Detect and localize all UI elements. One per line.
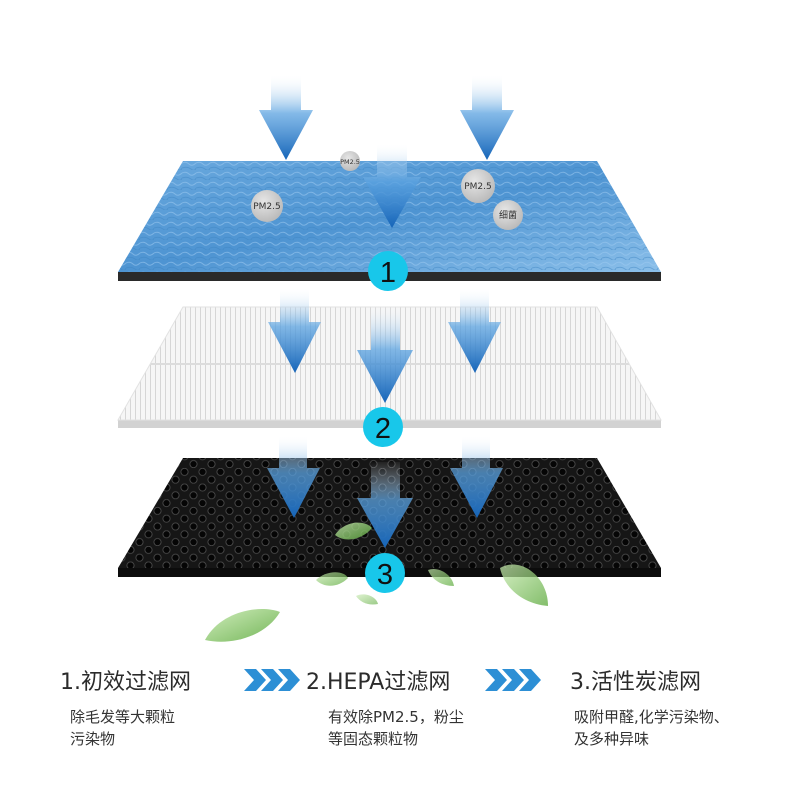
svg-text:2: 2: [375, 413, 391, 445]
stage-1-description: 除毛发等大颗粒 污染物: [70, 706, 175, 750]
svg-text:3: 3: [377, 559, 393, 591]
airflow-arrows: [259, 75, 514, 548]
particle-pm25-small: PM2.5: [340, 151, 360, 171]
svg-text:PM2.5: PM2.5: [340, 158, 360, 166]
stage-2-desc-line: 有效除PM2.5，粉尘: [328, 708, 464, 726]
leaf-icon: [205, 609, 280, 642]
leaves-decoration: [205, 522, 548, 642]
stage-1-desc-line: 除毛发等大颗粒: [70, 708, 176, 726]
stage-1-title: 1.初效过滤网: [60, 670, 191, 695]
layer-badge-1: 1: [368, 251, 408, 291]
stage-3-title: 3.活性炭滤网: [570, 670, 701, 695]
leaf-icon: [316, 572, 348, 586]
arrow-down-icon: [448, 288, 501, 373]
layer-badge-3: 3: [365, 553, 405, 593]
stage-3-desc-line: 吸附甲醛,化学污染物、: [574, 708, 729, 726]
particle-pm25-left: PM2.5: [251, 190, 283, 222]
stage-1-desc-line: 污染物: [70, 730, 116, 748]
arrow-down-icon: [460, 75, 514, 160]
arrow-down-icon: [357, 305, 413, 403]
svg-text:PM2.5: PM2.5: [253, 202, 281, 212]
leaf-icon: [335, 522, 372, 540]
arrow-down-icon: [357, 462, 413, 548]
arrow-down-icon: [259, 75, 313, 160]
arrow-down-icon: [268, 288, 321, 373]
leaf-icon: [428, 568, 454, 586]
svg-text:PM2.5: PM2.5: [464, 182, 492, 192]
particle-pm25-right: PM2.5: [461, 169, 495, 203]
svg-text:1: 1: [380, 257, 396, 289]
stage-3-description: 吸附甲醛,化学污染物、 及多种异味: [574, 706, 729, 750]
stage-2-description: 有效除PM2.5，粉尘 等固态颗粒物: [328, 706, 464, 750]
arrow-down-icon: [363, 144, 421, 228]
leaf-icon: [500, 564, 548, 606]
triple-chevron-right-icon: [244, 669, 300, 691]
triple-chevron-right-icon: [485, 669, 541, 691]
layer-badge-2: 2: [363, 407, 403, 447]
stage-2-desc-line: 等固态颗粒物: [328, 730, 419, 748]
svg-text:细菌: 细菌: [499, 209, 517, 221]
arrow-down-icon: [450, 436, 503, 518]
leaf-icon: [356, 594, 378, 605]
stage-3-desc-line: 及多种异味: [574, 730, 650, 748]
arrow-down-icon: [267, 436, 320, 518]
stage-2-title: 2.HEPA过滤网: [306, 670, 451, 695]
particle-bacteria: 细菌: [493, 200, 523, 230]
